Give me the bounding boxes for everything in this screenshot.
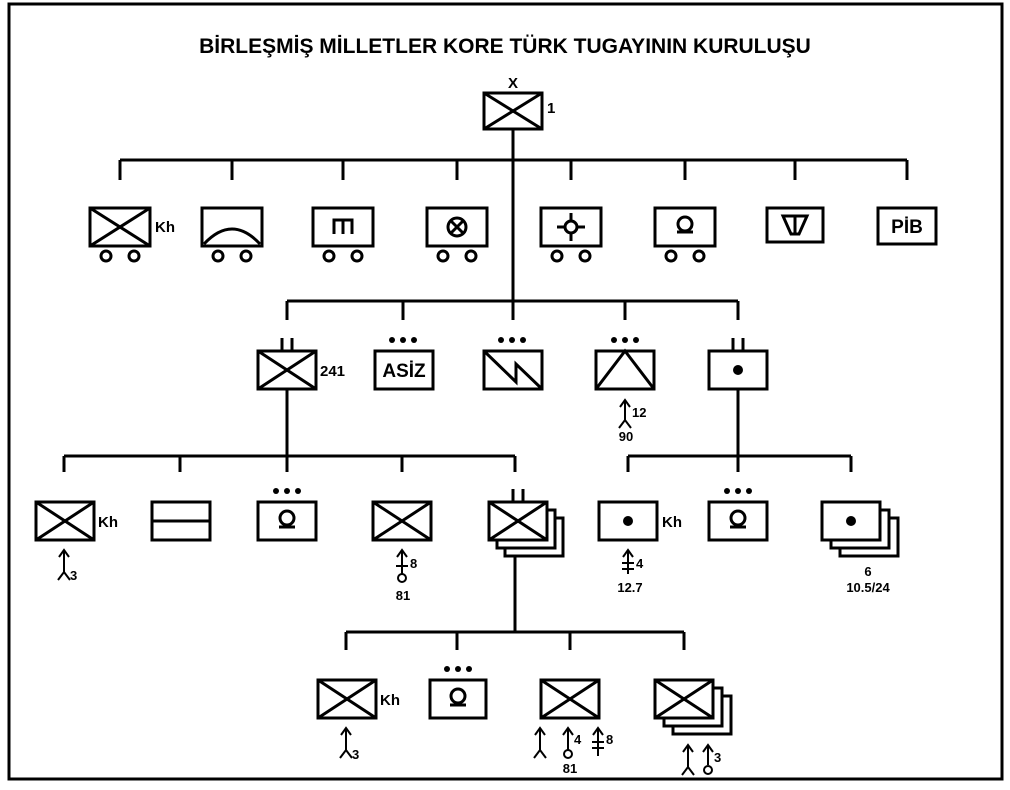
maintenance-unit: [653, 206, 717, 263]
pib-label: PİB: [891, 217, 923, 238]
asiz-label: ASİZ: [382, 361, 426, 382]
signal-company-unit: [482, 337, 544, 391]
machine-gun-icon: [622, 548, 634, 574]
chart-title: BİRLEŞMİŞ MİLLETLER KORE TÜRK TUGAYININ …: [199, 35, 811, 58]
battalion-number: 241: [320, 363, 345, 380]
mortar-caliber: 81: [396, 588, 410, 603]
reconnaissance-unit: [539, 206, 603, 263]
inf-hq-weapon-icon: [57, 548, 71, 581]
signal-unit: [311, 206, 375, 263]
artillery-hq-battery-unit: [597, 500, 659, 542]
company-hq-label: Kh: [380, 692, 400, 709]
service-company-unit: [150, 500, 212, 542]
inf-hq-company-unit: [34, 500, 96, 542]
weapons-platoon-icons: [533, 726, 604, 759]
antiaircraft-unit: [594, 337, 656, 391]
hq-company-label: Kh: [155, 219, 175, 236]
artillery-maintenance-unit: [707, 488, 769, 542]
weapons-platoon-mortar-caliber: 81: [563, 761, 577, 776]
company-hq-weapon-icon: [339, 726, 353, 759]
supply-unit: [425, 206, 489, 263]
infantry-battalion-unit: [256, 338, 318, 391]
brigade-size-marker: X: [508, 75, 518, 92]
artillery-battalion-unit: [707, 338, 769, 391]
company-hq-unit: [316, 678, 378, 720]
inf-hq-weapon-count: 3: [70, 568, 77, 583]
howitzer-caliber: 10.5/24: [846, 580, 890, 595]
rifle-companies-unit: [487, 489, 565, 558]
brigade-symbol: [482, 91, 544, 131]
antiaircraft-caliber: 90: [619, 429, 633, 444]
rifle-platoons-unit: [653, 678, 733, 736]
pib-unit: [876, 206, 938, 246]
mg-caliber: 12.7: [617, 580, 642, 595]
weapons-platoon-mg-count: 8: [606, 732, 613, 747]
mortar-weapon-icon: [396, 548, 408, 583]
weapons-platoon-unit: [539, 678, 601, 720]
mg-count: 4: [636, 556, 644, 571]
howitzer-batteries-unit: [820, 500, 900, 558]
brigade-number: 1: [547, 100, 555, 117]
outer-border: [7, 2, 1004, 781]
company-hq-weapon-count: 3: [352, 747, 359, 762]
medical-unit: [765, 206, 825, 244]
asiz-unit: [373, 337, 435, 391]
antiaircraft-weapon-icon: [618, 398, 632, 429]
rifle-platoons-weapon-count: 3: [714, 750, 721, 765]
weapons-platoon-mortar-count: 4: [574, 732, 582, 747]
howitzer-count: 6: [864, 564, 871, 579]
rifle-platoons-icons: [681, 743, 714, 776]
inf-maintenance-unit: [256, 488, 318, 542]
engineer-unit: [200, 206, 264, 263]
company-maintenance-unit: [428, 666, 488, 720]
mortar-company-unit: [371, 500, 433, 542]
hq-company-unit: [88, 206, 152, 263]
mortar-count: 8: [410, 556, 417, 571]
antiaircraft-count: 12: [632, 405, 646, 420]
inf-hq-label: Kh: [98, 514, 118, 531]
artillery-hq-label: Kh: [662, 514, 682, 531]
